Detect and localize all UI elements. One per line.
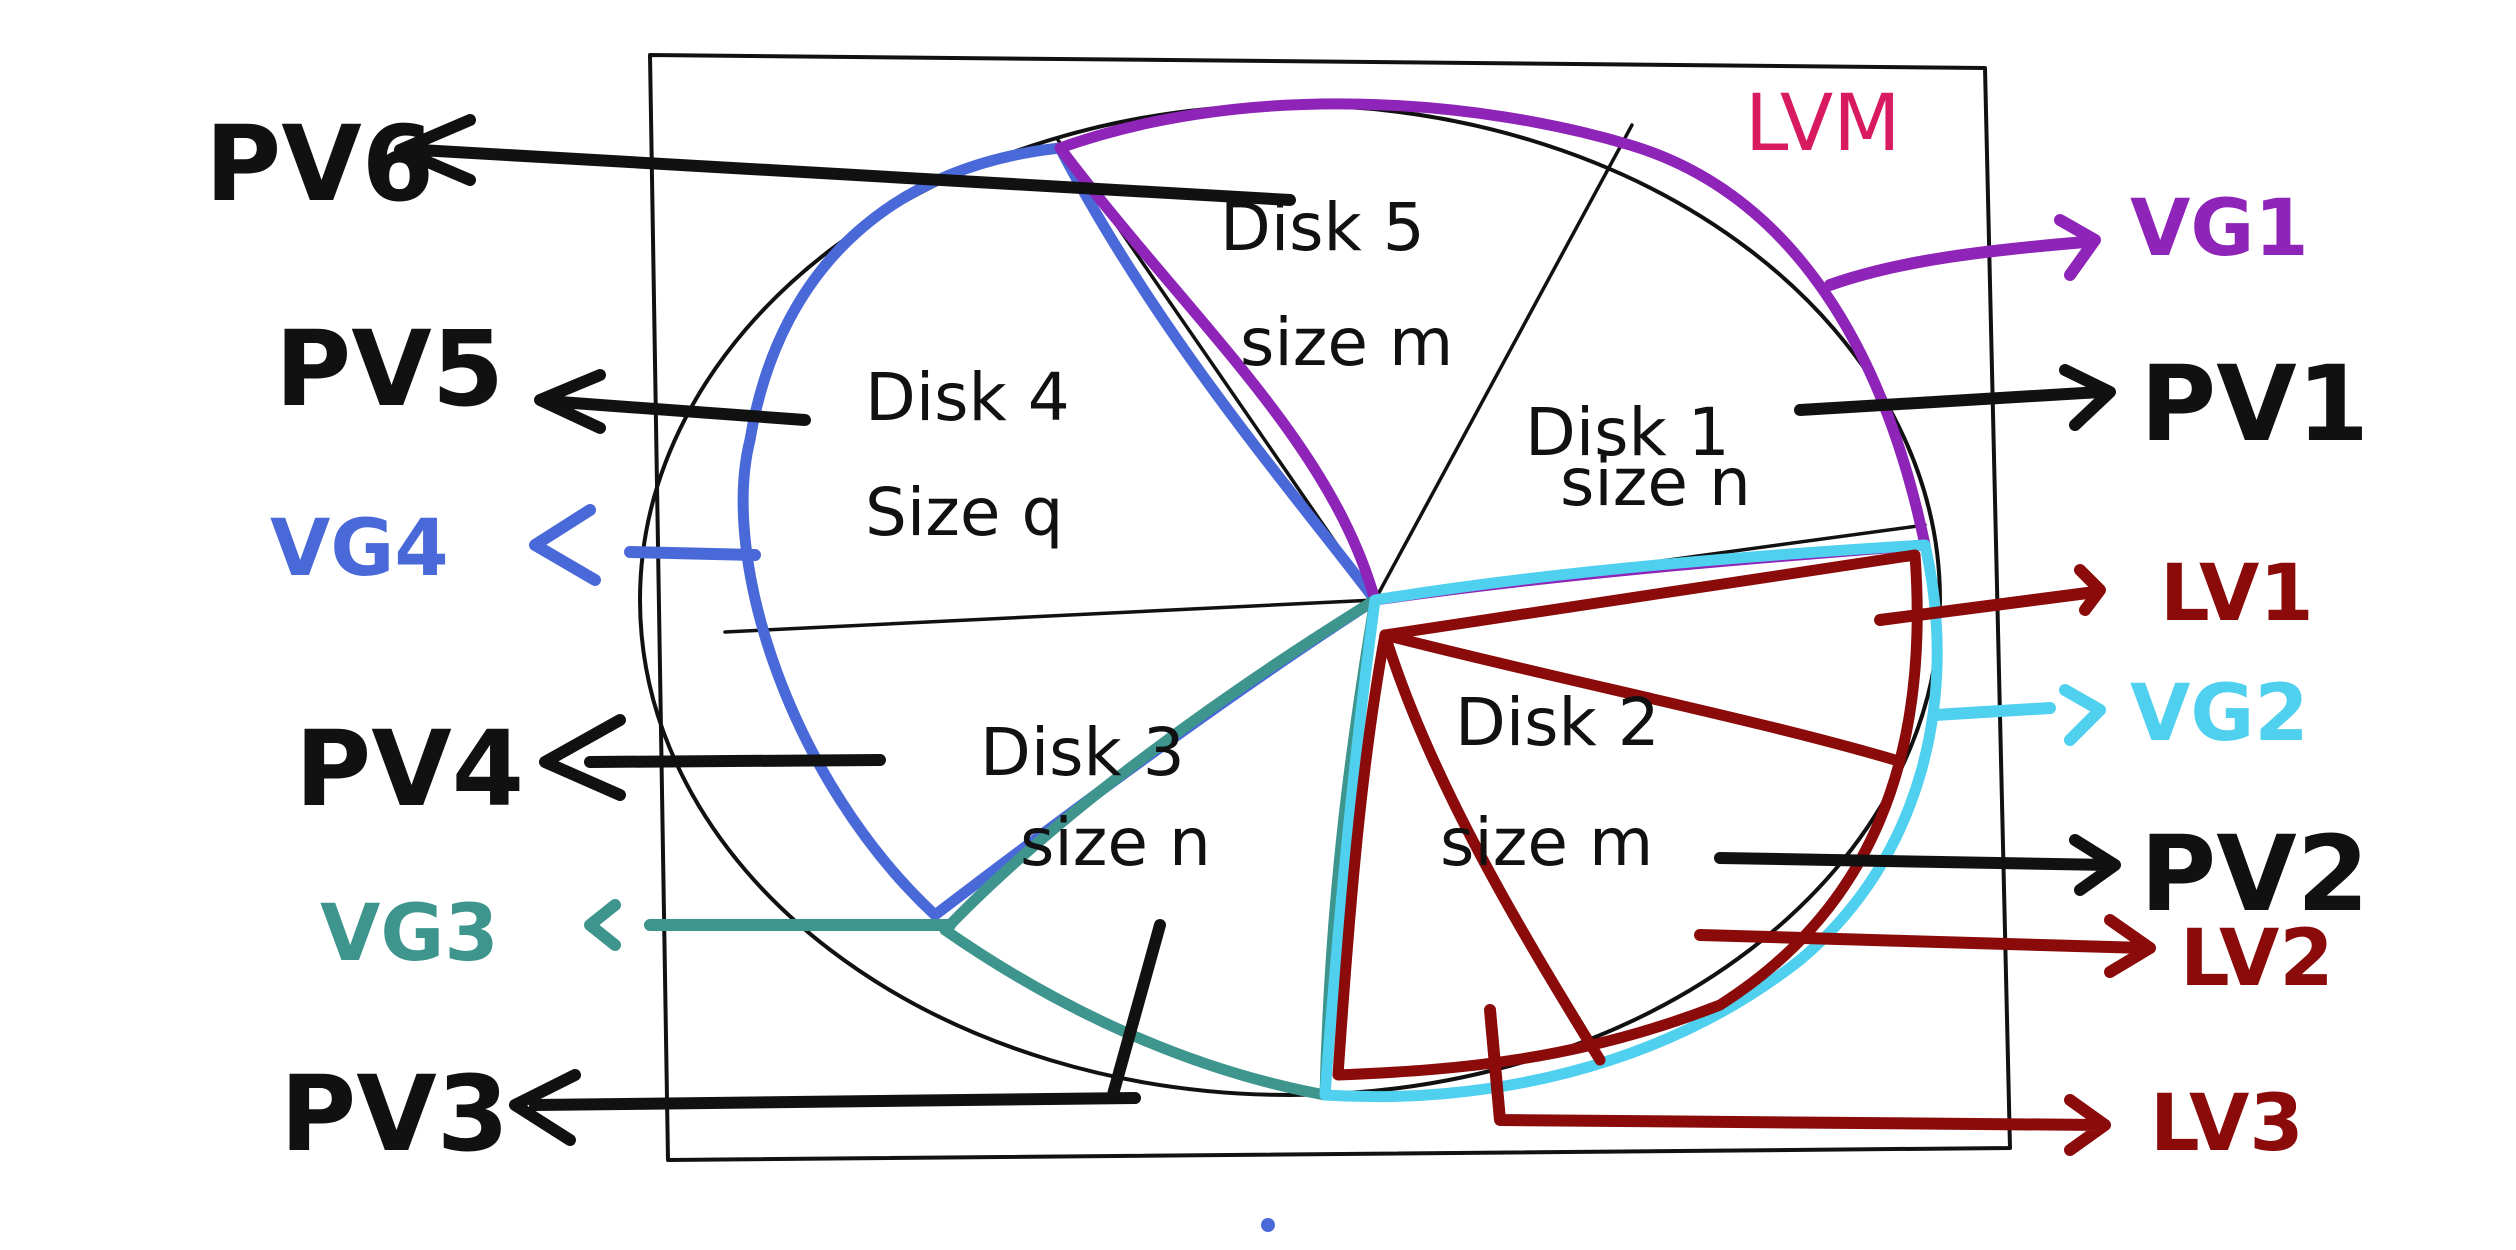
disk-3-size: size n xyxy=(1020,804,1211,881)
vg4-connector: VG4 xyxy=(270,504,761,594)
disk-1-label: Disk 1 size n xyxy=(1525,394,1751,521)
vg2-label: VG2 xyxy=(2130,669,2309,759)
vg4-label: VG4 xyxy=(270,504,449,594)
vg2-connector: VG2 xyxy=(1929,669,2309,759)
disk-1-size: size n xyxy=(1560,444,1751,521)
lv2-label: LV2 xyxy=(2180,914,2334,1004)
pv5-connector: PV5 xyxy=(275,308,811,434)
disk-3-label: Disk 3 size n xyxy=(980,714,1211,881)
pv6-connector: PV6 xyxy=(205,103,1296,225)
disk-2-label: Disk 2 size m xyxy=(1440,684,1660,881)
pv3-label: PV3 xyxy=(280,1053,509,1175)
pv5-label: PV5 xyxy=(275,308,504,430)
vg3-outline xyxy=(939,594,1381,1101)
lv3-label: LV3 xyxy=(2150,1079,2304,1169)
disk-3-name: Disk 3 xyxy=(980,714,1185,791)
lv1-label: LV1 xyxy=(2160,549,2314,639)
outer-box xyxy=(648,53,2012,1162)
vg2-outline xyxy=(1319,539,1943,1103)
lv2-connector: LV2 xyxy=(1694,914,2334,1004)
pv4-label: PV4 xyxy=(295,708,524,830)
lv-outlines xyxy=(1332,549,1923,1081)
pv1-connector: PV1 xyxy=(1794,343,2369,465)
pv2-connector: PV2 xyxy=(1714,813,2369,935)
lv3-connector: LV3 xyxy=(1484,1004,2304,1169)
disk-2-name: Disk 2 xyxy=(1455,684,1660,761)
disk-5-label: Disk 5 size m xyxy=(1220,189,1453,381)
disk-5-size: size m xyxy=(1240,304,1453,381)
pv1-label: PV1 xyxy=(2140,343,2369,465)
disk-1-name: Disk 1 xyxy=(1525,394,1730,471)
vg1-connector: VG1 xyxy=(1824,184,2309,291)
pv6-label: PV6 xyxy=(205,103,434,225)
pie-dividers xyxy=(723,123,1927,1092)
pv2-label: PV2 xyxy=(2140,813,2369,935)
pv3-connector: PV3 xyxy=(280,919,1166,1175)
disk-4-size: Size q xyxy=(865,474,1063,551)
vg3-connector: VG3 xyxy=(320,889,956,979)
vg1-label: VG1 xyxy=(2130,184,2309,274)
pv4-connector: PV4 xyxy=(295,708,886,830)
stray-dot xyxy=(1261,1218,1275,1232)
disk-2-size: size m xyxy=(1440,804,1653,881)
disk-4-name: Disk 4 xyxy=(865,359,1070,436)
lv1-connector: LV1 xyxy=(1874,549,2314,639)
vg3-label: VG3 xyxy=(320,889,499,979)
lvm-title: LVM xyxy=(1745,79,1901,169)
disk-4-label: Disk 4 Size q xyxy=(865,359,1070,551)
